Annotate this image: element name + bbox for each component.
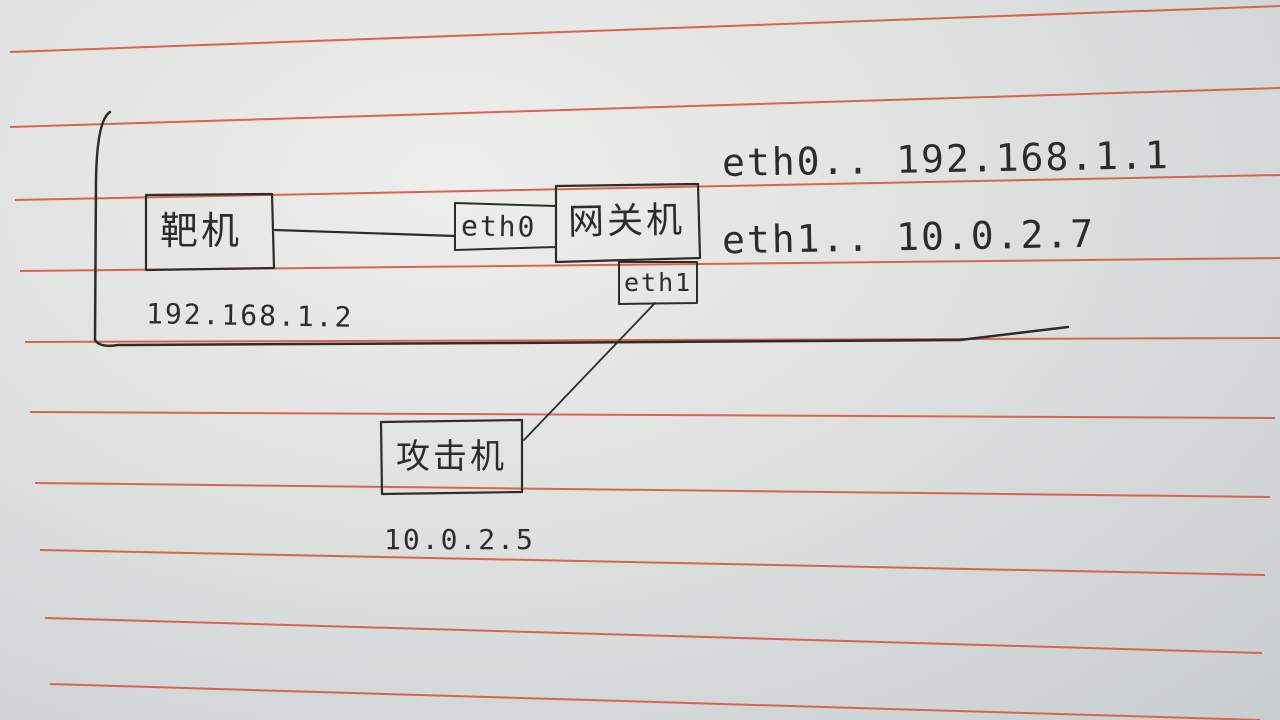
eth0-port-label: eth0 (460, 209, 537, 244)
eth1-port-label: eth1 (624, 268, 693, 297)
ruled-line (34, 482, 1271, 498)
ruled-line (29, 411, 1276, 419)
target-machine-label: 靶机 (160, 209, 243, 253)
ruled-line (49, 683, 1261, 720)
ink-strokes (93, 110, 1070, 496)
ruled-line (9, 5, 1280, 53)
link-gateway-attacker (523, 302, 656, 441)
ruled-line (39, 549, 1266, 576)
link-target-gateway (273, 228, 457, 238)
eth0-port-box (454, 202, 557, 251)
target-box (144, 192, 276, 272)
attacker-box (379, 418, 524, 496)
target-ip-label: 192.168.1.2 (145, 297, 354, 334)
eth0-address-annotation: eth0.. 192.168.1.1 (721, 133, 1171, 185)
ruled-line (14, 174, 1280, 201)
eth1-port-box (618, 261, 698, 305)
attacker-ip-label: 10.0.2.5 (384, 523, 535, 556)
ruled-lines (9, 5, 1280, 720)
ruled-line (24, 337, 1280, 343)
eth1-address-annotation: eth1.. 10.0.2.7 (721, 211, 1096, 263)
attacker-machine-label: 攻击机 (396, 437, 507, 477)
ruled-line (44, 617, 1263, 654)
network-bracket (93, 110, 1070, 348)
ruled-line (9, 87, 1280, 128)
gateway-machine-label: 网关机 (567, 199, 686, 244)
